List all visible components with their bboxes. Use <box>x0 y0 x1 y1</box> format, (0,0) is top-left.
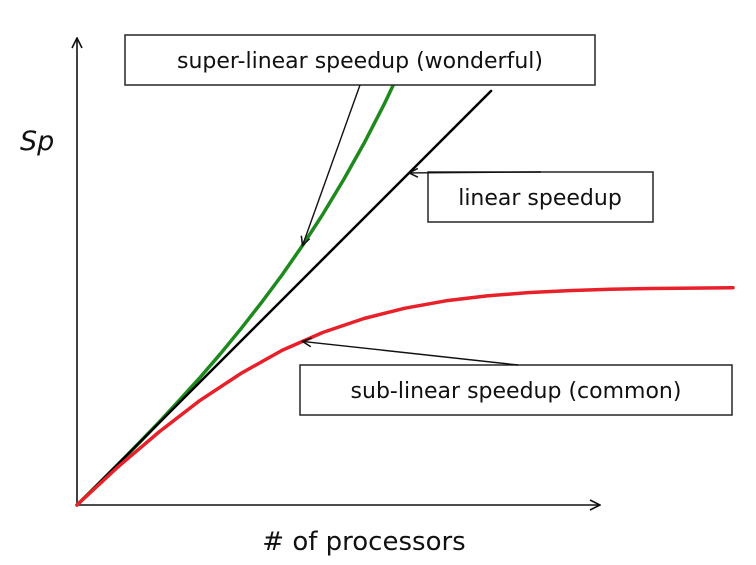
callout-box <box>427 171 654 223</box>
series-layer <box>75 58 735 507</box>
callout-linear-arrow <box>409 172 542 173</box>
callout-super-linear-arrow <box>303 84 361 246</box>
super-linear-speedup-line <box>75 58 407 507</box>
sub-linear-speedup-line <box>75 285 735 507</box>
callout-sub-linear: sub-linear speedup (common) <box>299 341 733 416</box>
callout-sub-linear-arrow <box>303 341 519 366</box>
callout-linear-text: linear speedup <box>458 186 622 211</box>
callout-linear: linear speedup <box>409 171 654 223</box>
y-axis-label: Sp <box>20 126 54 157</box>
x-axis-label: # of processors <box>262 527 465 557</box>
callout-box <box>124 34 596 86</box>
callout-super-linear-text: super-linear speedup (wonderful) <box>177 49 543 74</box>
callout-sub-linear-text: sub-linear speedup (common) <box>351 379 682 404</box>
callout-box <box>299 364 733 416</box>
callout-super-linear: super-linear speedup (wonderful) <box>124 34 596 246</box>
linear-speedup-line <box>75 89 493 507</box>
